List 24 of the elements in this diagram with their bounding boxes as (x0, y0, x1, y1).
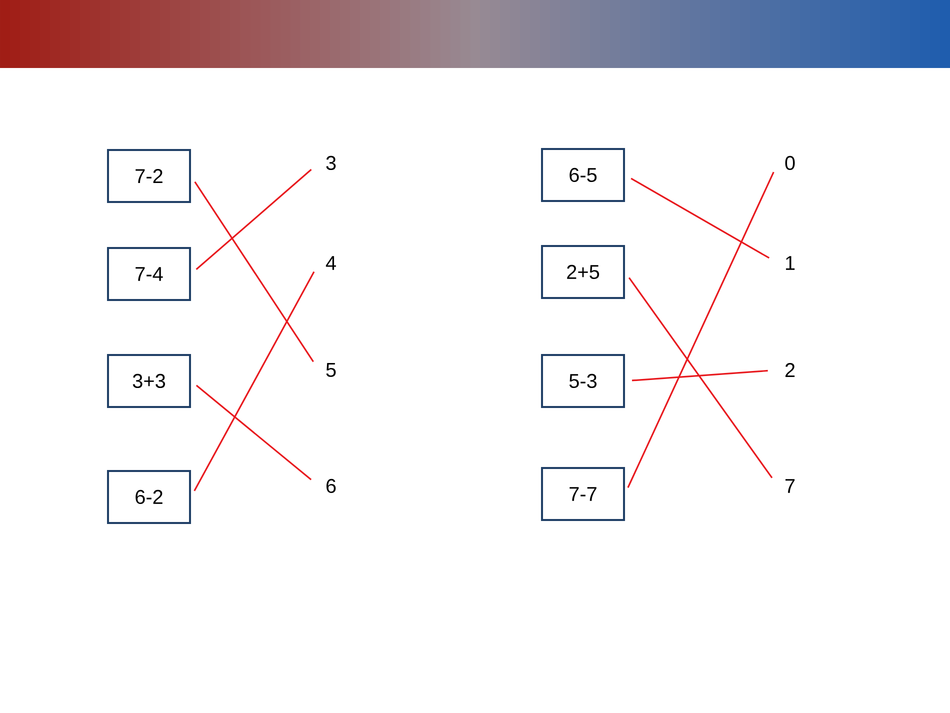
answer-box: 6-5 (541, 148, 625, 202)
matching-line (194, 181, 314, 362)
matching-line (194, 271, 315, 492)
answer-box: 3+3 (107, 354, 191, 408)
answer-box: 5-3 (541, 354, 625, 408)
number-label: 2 (785, 363, 795, 377)
answer-box: 7-4 (107, 246, 191, 301)
answer-box: 7-2 (107, 148, 191, 203)
number-label: 1 (786, 256, 795, 270)
answer-box: 6-2 (107, 470, 191, 524)
number-label: 5 (326, 363, 336, 377)
number-label: 0 (785, 156, 795, 170)
answer-box: 2+5 (541, 244, 625, 299)
number-label: 6 (326, 478, 336, 494)
number-label: 3 (326, 156, 336, 170)
matching-line (627, 172, 774, 488)
number-label: 4 (326, 256, 336, 270)
matching-line (628, 277, 773, 478)
matching-line (632, 370, 768, 382)
matching-line (630, 178, 770, 259)
matching-line (196, 168, 312, 270)
matching-line (196, 384, 312, 480)
number-label: 7 (785, 479, 795, 493)
answer-box: 7-7 (541, 466, 625, 521)
